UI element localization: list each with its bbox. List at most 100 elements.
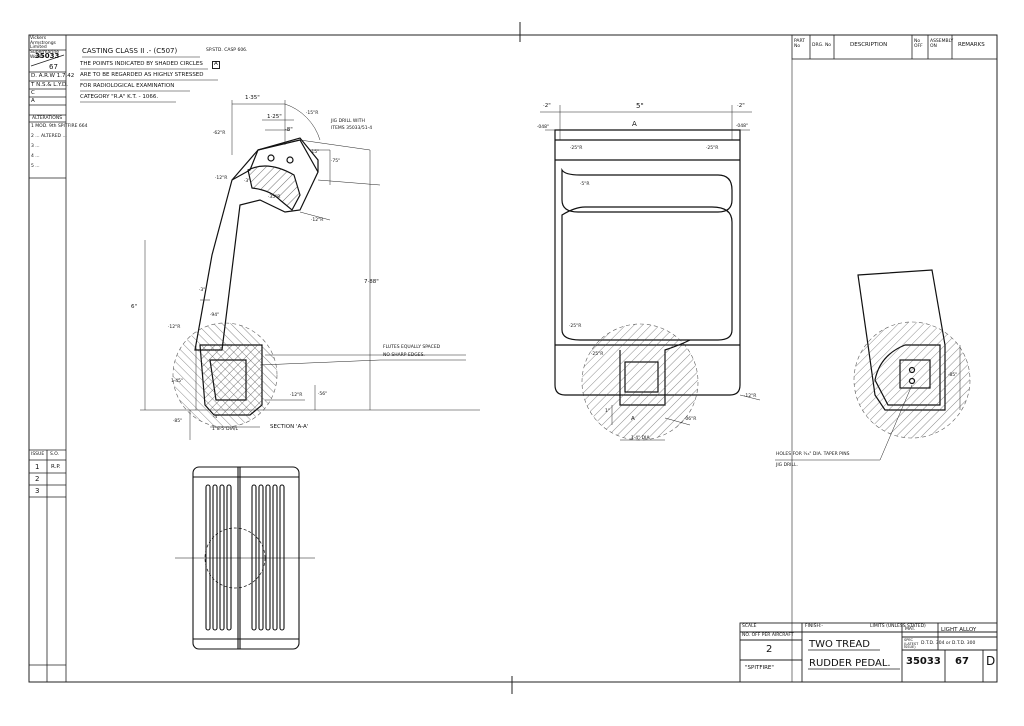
issue-number: 2 xyxy=(35,475,40,483)
company-name: Vickers Armstrongs Limited Supermarine W… xyxy=(30,36,59,60)
alteration-item: 1 MOD. 9th SPITFIRE 664 xyxy=(31,124,88,129)
dim-label: 1·25" xyxy=(267,114,282,120)
dim-label: ·5"R xyxy=(580,182,590,187)
dim-label: ·12"R xyxy=(744,394,757,399)
jig-drill-items: ITEMS 35033/51-4 xyxy=(331,126,373,131)
approved-by: A xyxy=(31,98,35,104)
spec-label: SPEC (LATEST ISSUE) xyxy=(904,638,919,649)
checked-by: C xyxy=(31,90,35,96)
dim-label: 7·88" xyxy=(364,279,379,285)
flutes-note: FLUTES EQUALLY SPACED xyxy=(383,345,441,350)
dim-label: 6" xyxy=(131,304,138,310)
alteration-item: 3 ... xyxy=(31,144,40,149)
alteration-item: 2 ... ALTERED ... xyxy=(31,134,67,139)
dim-label: ·25"R xyxy=(570,146,583,151)
scale-label: SCALE xyxy=(742,624,757,629)
remarks-header: REMARKS xyxy=(958,42,985,48)
alteration-item: 5 ... xyxy=(31,164,40,169)
left-strip xyxy=(28,34,67,683)
drawing-title-line2: RUDDER PEDAL. xyxy=(809,658,891,669)
dim-label: ·15"R xyxy=(306,111,319,116)
sheet-border xyxy=(28,22,998,694)
notes-underlines xyxy=(80,56,218,103)
dim-label: ·85" xyxy=(173,419,183,424)
dim-label: ·12"R xyxy=(215,176,228,181)
dim-label: 1·45" xyxy=(171,379,184,384)
casting-spec: SP.STD. CASP 606. xyxy=(206,48,248,53)
dim-label: ·2" xyxy=(543,103,551,109)
issue-number: 1 xyxy=(35,463,40,471)
dim-label: ·4" xyxy=(213,415,220,420)
dim-label: ·048" xyxy=(736,124,749,129)
finish-label: FINISH:- xyxy=(805,624,823,629)
dim-label: ·94" xyxy=(210,313,220,318)
jig-drill-note: JIG DRILL WITH xyxy=(331,119,365,124)
title-sheet-no: 67 xyxy=(955,656,969,667)
dim-label: ·75" xyxy=(331,159,341,164)
drawing-title-line1: TWO TREAD xyxy=(809,639,870,650)
drg-no-header: DRG. No xyxy=(812,43,832,48)
jig-drill-note: JIG DRILL. xyxy=(776,463,798,468)
description-header: DESCRIPTION xyxy=(850,42,888,48)
so-header: S.O. xyxy=(50,452,60,457)
detail-view-hatch xyxy=(853,321,971,439)
casting-class-note: CASTING CLASS II .- (C507) xyxy=(82,47,178,55)
section-label: SECTION 'A-A' xyxy=(270,424,309,430)
dim-label: ·06"R xyxy=(684,417,697,422)
stress-note-mark: A xyxy=(212,61,220,69)
alteration-item: 4 ... xyxy=(31,154,40,159)
holes-note: HOLES FOR ³⁄₁₆" DIA. TAPER PINS xyxy=(776,452,850,457)
stress-note-line: ARE TO BE REGARDED AS HIGHLY STRESSED xyxy=(80,72,204,78)
section-marker: A xyxy=(631,416,635,422)
dim-label: 5" xyxy=(636,102,644,110)
drawn-by: D. A.R.W 1.7.42 xyxy=(31,73,75,79)
front-view-hatch xyxy=(581,323,699,441)
left-drawing-no: 35033 xyxy=(35,52,60,60)
aircraft-name: "SPITFIRE" xyxy=(745,665,774,671)
issue-so: R.P. xyxy=(51,464,61,470)
parts-list-header xyxy=(791,34,998,682)
side-view-dimensions xyxy=(140,100,480,440)
issue-number: 3 xyxy=(35,487,40,495)
stress-note-line: THE POINTS INDICATED BY SHADED CIRCLES xyxy=(80,61,203,67)
dim-label: ·25"R xyxy=(706,146,719,151)
title-block xyxy=(739,622,998,683)
dim-label: ·25"R xyxy=(569,324,582,329)
dim-label: ·3" xyxy=(199,288,206,293)
left-sheet-no: 67 xyxy=(49,63,58,71)
traced-by: T N.S.& L.Y.D. xyxy=(31,82,69,88)
no-off-label: NO. OFF PER AIRCRAFT xyxy=(742,633,794,638)
dim-label: ·048" xyxy=(537,125,550,130)
title-underlines xyxy=(808,649,900,670)
alterations-header: ALTERATIONS xyxy=(32,116,63,121)
dim-label: ·35"R xyxy=(268,195,281,200)
side-view-hatch xyxy=(172,166,300,428)
part-no-header: PART No xyxy=(794,39,806,49)
dim-label: 1"8·5"DIA/L xyxy=(212,427,239,432)
front-view-dimensions xyxy=(540,105,761,441)
limits-label: LIMITS (UNLESS STATED) xyxy=(870,624,926,629)
assembly-on-header: ASSEMBLY ON xyxy=(930,39,954,49)
stress-note-line: CATEGORY "R.A" K.T. - 1066. xyxy=(80,94,159,100)
dim-label: ·12"R xyxy=(290,393,303,398)
dim-label: 1" xyxy=(605,409,610,414)
dim-label: ·62"R xyxy=(213,131,226,136)
dim-label: ·15" xyxy=(310,150,320,155)
section-marker: A xyxy=(632,120,637,128)
dim-label: ·12"R xyxy=(168,325,181,330)
no-off-header: No OFF xyxy=(914,39,923,49)
issue-header: ISSUE xyxy=(31,452,45,457)
dim-label: ·25"R xyxy=(591,352,604,357)
detail-view-dimensions xyxy=(775,345,961,461)
title-drawing-no: 35033 xyxy=(906,656,941,667)
stress-note-line: FOR RADIOLOGICAL EXAMINATION xyxy=(80,83,175,89)
qty-value: 2 xyxy=(766,644,773,655)
dim-label: ·85" xyxy=(948,373,958,378)
dim-label: ·3" xyxy=(244,179,251,184)
dim-label: ·8" xyxy=(285,127,293,133)
dim-label: ·2" xyxy=(737,103,745,109)
dim-label: ·56" xyxy=(318,392,328,397)
dim-label: 1·4" DIA xyxy=(631,436,650,441)
